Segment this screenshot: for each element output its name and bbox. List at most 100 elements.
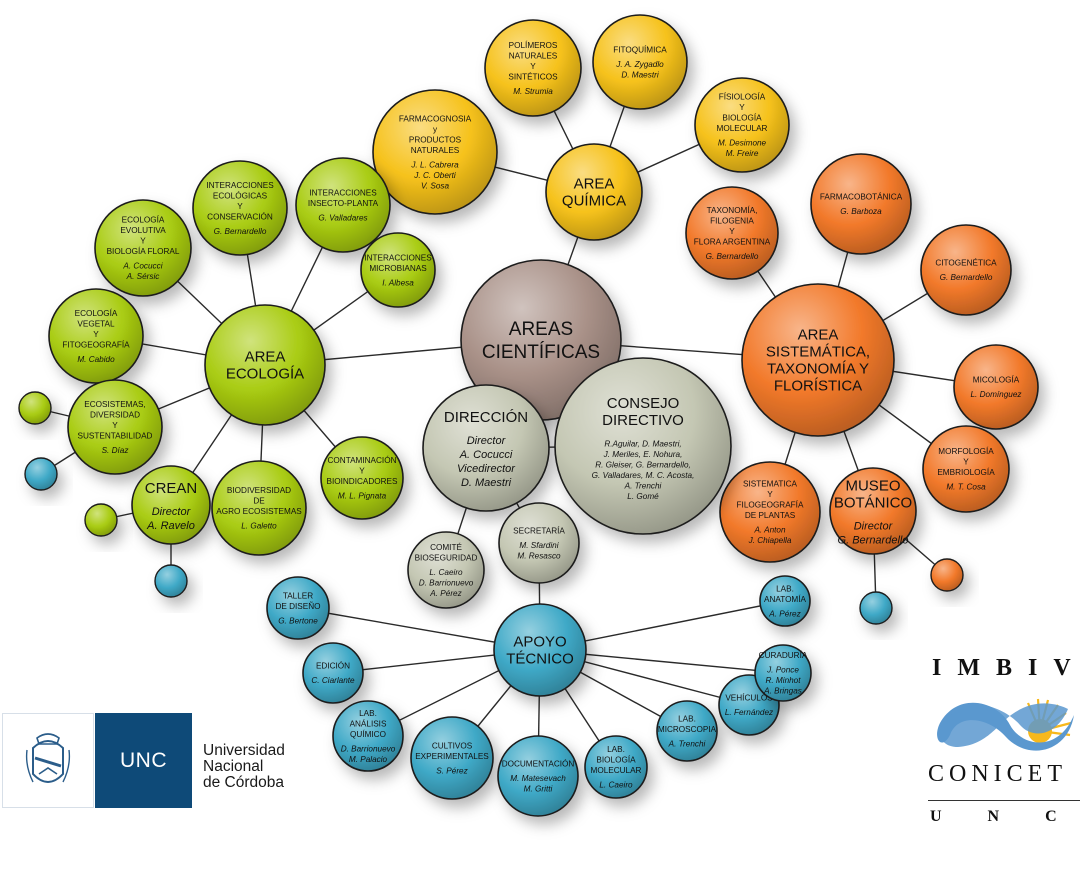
satellite-dot-orange[interactable] [930,558,964,592]
bubble-title: MORFOLOGÍA [938,446,994,456]
bubble-circle [192,160,288,256]
bubble-title: AGRO ECOSISTEMAS [216,507,302,516]
bubble-person: M. Matesevach [510,774,566,783]
bubble-title: INTERACCIONES [364,253,432,262]
bubble-person: L. Gomé [627,492,659,501]
satellite-dot-blue[interactable] [154,564,188,598]
bubble-title: EDICIÓN [316,661,350,671]
satellite-dot-blue[interactable] [859,591,893,625]
bubble-circle [953,344,1039,430]
bubble-person: J. A. Zygadlo [615,60,664,69]
infinity-sun-icon [937,698,1074,751]
bubble-person: R. Gleiser, G. Bernardello, [595,460,691,469]
satellite-dot-green[interactable] [18,391,52,425]
bubble-title: ECOLOGÍA [122,215,165,225]
bubble-circle [741,283,895,437]
bubble-person: V. Sosa [421,181,450,190]
bubble-person: J. Ponce [766,666,799,675]
bubble-title: Y [359,467,365,476]
bubble-circle [497,735,579,817]
bubble-circle [332,700,404,772]
bubble-circle [422,384,550,512]
bubble-title: COMITÉ [430,542,462,552]
bubble-person: A. Pérez [429,589,461,598]
satellite-dot-green[interactable] [84,503,118,537]
bubble-circle [656,700,718,762]
bubble-person: J. L. Cabrera [410,160,459,169]
bubble-title: CULTIVOS [432,741,473,750]
bubble-title: BIOLOGÍA [722,113,762,123]
bubble-title: DIRECCIÓN [444,409,528,426]
bubble-circle [48,288,144,384]
bubble-circle [810,153,912,255]
bubble-title: ANÁLISIS [350,718,387,728]
bubble-title: POLÍMEROS [509,40,558,50]
unc-crest-icon [2,713,94,808]
bubble-person: D. Maestri [461,477,512,489]
bubble-title: QUÍMICA [562,192,626,209]
bubble-person: M. Gritti [524,784,553,793]
bubble-title: MICROBIANAS [369,264,427,273]
bubble-title: TAXONOMÍA Y [767,360,869,377]
satellite-dot-blue[interactable] [24,457,58,491]
bubble-title: DE PLANTAS [745,511,796,520]
bubble-title: CONTAMINACIÓN [328,455,397,465]
bubble-person: A. Trenchi [624,481,662,490]
bubble-person: A. Ravelo [146,520,195,532]
bubble-person: L. Domínguez [971,390,1022,399]
bubble-person: G. Barboza [840,207,882,216]
bubble-title: FLORA ARGENTINA [694,237,771,246]
bubble-circle [592,14,688,110]
bubble-person: S. Díaz [102,446,129,455]
bubble-title: SUSTENTABILIDAD [78,431,153,440]
bubble-title: EXPERIMENTALES [415,752,489,761]
bubble-circle [754,644,812,702]
unc-name-line: de Córdoba [203,774,285,791]
bubble-title: TÉCNICO [506,650,574,667]
bubble-title: VEHÍCULOS [725,693,773,703]
bubble-title: CITOGENÉTICA [935,258,997,268]
bubble-person: R.Aguilar, D. Maestri, [604,439,681,448]
bubble-title: SINTÉTICOS [508,71,558,81]
node-unit-ecosistemas[interactable]: ECOSISTEMAS,DIVERSIDADYSUSTENTABILIDADS.… [67,379,163,475]
bubble-title: AREA [798,326,839,343]
bubble-title: DIVERSIDAD [90,410,140,419]
